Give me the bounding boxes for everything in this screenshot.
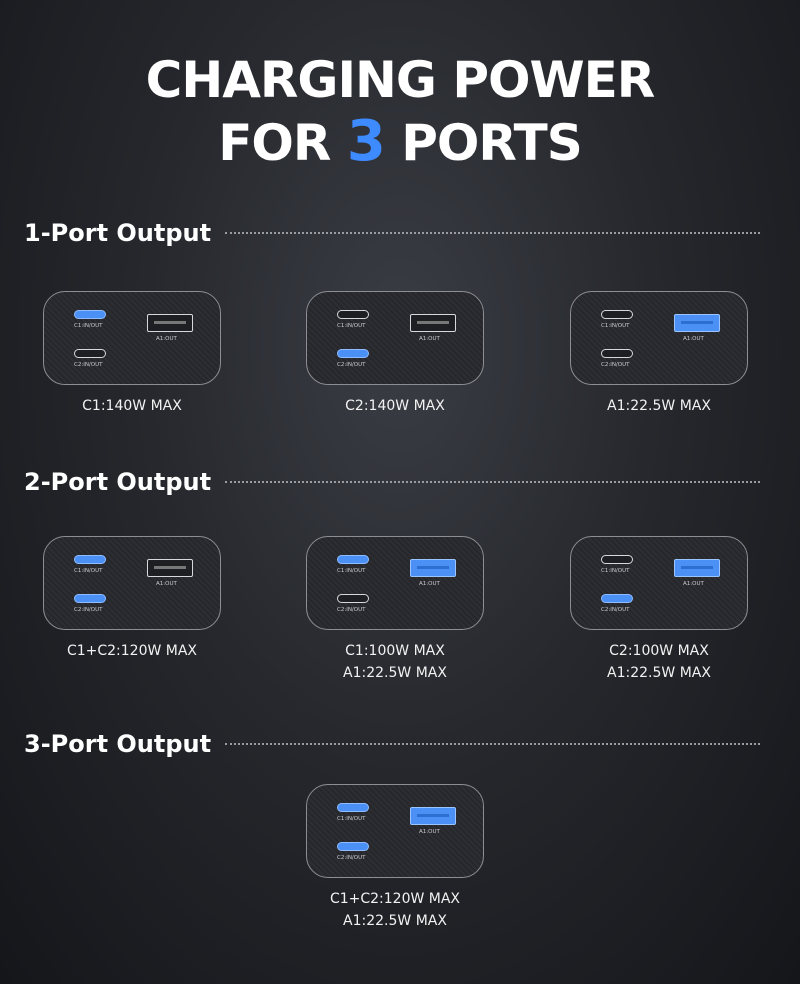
headline-for: FOR	[218, 114, 347, 172]
dotted-divider	[225, 481, 760, 483]
charger-diagram: C1:IN/OUT C2:IN/OUT A1:OUT	[306, 536, 484, 630]
usb-a-port	[147, 314, 193, 332]
usb-a-port	[410, 314, 456, 332]
port-label-c2: C2:IN/OUT	[337, 362, 366, 368]
usb-c-port-1	[337, 310, 369, 319]
power-caption: C1:100W MAX A1:22.5W MAX	[275, 640, 515, 684]
usb-c-port-2	[337, 842, 369, 851]
section-label: 1-Port Output	[24, 219, 212, 247]
port-label-c2: C2:IN/OUT	[601, 607, 630, 613]
caption-line: C1:100W MAX	[345, 643, 445, 659]
port-label-c2: C2:IN/OUT	[74, 362, 103, 368]
power-caption: A1:22.5W MAX	[539, 395, 779, 417]
headline-ports: PORTS	[384, 114, 583, 172]
port-label-c1: C1:IN/OUT	[74, 568, 103, 574]
dotted-divider	[225, 743, 760, 745]
caption-line: A1:22.5W MAX	[607, 398, 711, 414]
section-label: 2-Port Output	[24, 468, 212, 496]
usb-a-port	[147, 559, 193, 577]
usb-a-port	[410, 559, 456, 577]
port-label-a1: A1:OUT	[419, 581, 440, 587]
usb-c-port-1	[337, 803, 369, 812]
usb-c-port-1	[74, 310, 106, 319]
caption-line: A1:22.5W MAX	[607, 665, 711, 681]
caption-line: C2:100W MAX	[609, 643, 709, 659]
usb-c-port-2	[74, 594, 106, 603]
section-header-1-port: 1-Port Output	[24, 218, 760, 248]
section-header-3-port: 3-Port Output	[24, 729, 760, 759]
charger-diagram: C1:IN/OUT C2:IN/OUT A1:OUT	[306, 784, 484, 878]
usb-a-port	[674, 559, 720, 577]
power-caption: C2:140W MAX	[275, 395, 515, 417]
caption-line: A1:22.5W MAX	[343, 913, 447, 929]
usb-a-port	[410, 807, 456, 825]
dotted-divider	[225, 232, 760, 234]
port-label-a1: A1:OUT	[156, 581, 177, 587]
headline-number: 3	[346, 109, 386, 174]
usb-c-port-1	[74, 555, 106, 564]
usb-c-port-2	[601, 594, 633, 603]
caption-line: C1+C2:120W MAX	[66, 643, 198, 659]
port-label-c2: C2:IN/OUT	[601, 362, 630, 368]
port-label-a1: A1:OUT	[683, 581, 704, 587]
power-caption: C1+C2:120W MAX A1:22.5W MAX	[275, 888, 515, 932]
charger-diagram: C1:IN/OUT C2:IN/OUT A1:OUT	[306, 291, 484, 385]
port-label-c2: C2:IN/OUT	[337, 607, 366, 613]
caption-line: C2:140W MAX	[345, 398, 445, 414]
port-label-c2: C2:IN/OUT	[74, 607, 103, 613]
power-caption: C1+C2:120W MAX	[12, 640, 252, 662]
port-label-c1: C1:IN/OUT	[337, 568, 366, 574]
caption-line: C1+C2:120W MAX	[329, 891, 461, 907]
headline-line-1: CHARGING POWER	[145, 51, 656, 109]
section-label: 3-Port Output	[24, 730, 212, 758]
charger-diagram: C1:IN/OUT C2:IN/OUT A1:OUT	[570, 291, 748, 385]
port-label-c1: C1:IN/OUT	[337, 323, 366, 329]
port-label-c2: C2:IN/OUT	[337, 855, 366, 861]
usb-c-port-1	[601, 555, 633, 564]
section-header-2-port: 2-Port Output	[24, 467, 760, 497]
usb-c-port-2	[337, 349, 369, 358]
port-label-a1: A1:OUT	[683, 336, 704, 342]
caption-line: A1:22.5W MAX	[343, 665, 447, 681]
port-label-c1: C1:IN/OUT	[601, 568, 630, 574]
power-caption: C2:100W MAX A1:22.5W MAX	[539, 640, 779, 684]
usb-c-port-1	[601, 310, 633, 319]
port-label-a1: A1:OUT	[419, 336, 440, 342]
charger-diagram: C1:IN/OUT C2:IN/OUT A1:OUT	[43, 536, 221, 630]
charger-diagram: C1:IN/OUT C2:IN/OUT A1:OUT	[43, 291, 221, 385]
usb-c-port-2	[601, 349, 633, 358]
usb-a-port	[674, 314, 720, 332]
usb-c-port-1	[337, 555, 369, 564]
usb-c-port-2	[74, 349, 106, 358]
port-label-a1: A1:OUT	[419, 829, 440, 835]
power-caption: C1:140W MAX	[12, 395, 252, 417]
usb-c-port-2	[337, 594, 369, 603]
port-label-a1: A1:OUT	[156, 336, 177, 342]
port-label-c1: C1:IN/OUT	[74, 323, 103, 329]
headline-line-2: FOR 3 PORTS	[0, 112, 800, 173]
port-label-c1: C1:IN/OUT	[337, 816, 366, 822]
caption-line: C1:140W MAX	[82, 398, 182, 414]
port-label-c1: C1:IN/OUT	[601, 323, 630, 329]
charger-diagram: C1:IN/OUT C2:IN/OUT A1:OUT	[570, 536, 748, 630]
